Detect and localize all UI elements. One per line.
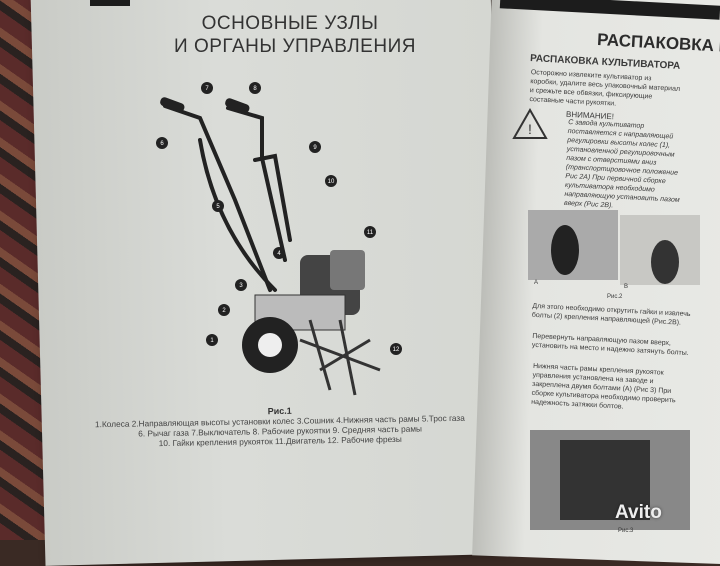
callout-4: 4 xyxy=(277,251,281,257)
paragraph-3: Нижняя часть рамы крепления рукояток упр… xyxy=(530,362,676,411)
header-band xyxy=(90,0,130,6)
figure-label: Рис.1 xyxy=(267,405,292,417)
callout-10: 10 xyxy=(328,179,335,185)
svg-text:!: ! xyxy=(528,121,532,137)
fig2-mark-b: B xyxy=(624,284,629,290)
callout-9: 9 xyxy=(313,145,317,151)
callout-5: 5 xyxy=(216,204,220,210)
warning-icon xyxy=(512,107,548,139)
figure-2-photos xyxy=(528,210,700,285)
callout-7: 7 xyxy=(205,86,209,92)
callout-markers xyxy=(156,82,402,355)
warning-text: С завода культиватор поставляется с напр… xyxy=(563,118,680,210)
callout-6: 6 xyxy=(160,141,164,147)
page-title-line2: И ОРГАНЫ УПРАВЛЕНИЯ xyxy=(174,36,416,57)
page-title-line1: ОСНОВНЫЕ УЗЛЫ xyxy=(201,13,379,34)
fig3-label: Рис.3 xyxy=(618,528,634,534)
fig2-mark-a: A xyxy=(534,280,539,286)
callout-2: 2 xyxy=(222,308,226,314)
callout-3: 3 xyxy=(239,283,243,289)
cultivator-diagram: 1 2 3 4 5 6 7 8 9 10 11 12 ! xyxy=(156,82,700,530)
callout-11: 11 xyxy=(367,230,374,236)
callout-12: 12 xyxy=(393,347,400,353)
avito-watermark: Avito xyxy=(615,502,662,523)
callout-1: 1 xyxy=(210,338,214,344)
callout-8: 8 xyxy=(253,86,257,92)
figure-1-caption: Рис.1 1.Колеса 2.Направляющая высоты уст… xyxy=(80,403,481,450)
fig2-label: Рис.2 xyxy=(607,294,623,300)
